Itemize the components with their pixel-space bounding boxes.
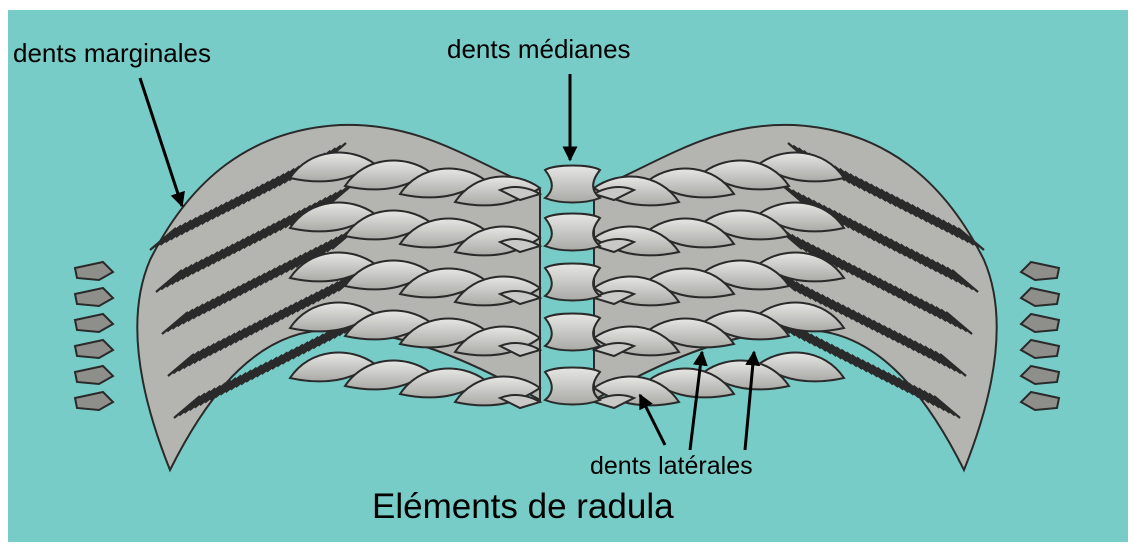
- marginal-tooth-fragment: [1021, 288, 1059, 306]
- left-tooth-rows: [75, 125, 540, 470]
- marginal-tooth-fragment: [75, 340, 113, 358]
- marginal-tooth-fragment: [1021, 262, 1059, 280]
- label-median-teeth: dents médianes: [447, 34, 631, 65]
- marginal-tooth-fragment: [75, 288, 113, 306]
- arrow-lateral-2: [690, 352, 702, 450]
- marginal-tooth-fragment: [75, 366, 113, 384]
- label-marginal-teeth: dents marginales: [13, 38, 211, 69]
- median-tooth: [545, 166, 600, 203]
- median-tooth: [545, 214, 600, 251]
- arrow-marginal: [140, 78, 182, 206]
- right-tooth-rows: [594, 125, 1059, 470]
- marginal-tooth-fragment: [75, 262, 113, 280]
- marginal-tooth-fragment: [1021, 340, 1059, 358]
- marginal-tooth-fragment: [1021, 366, 1059, 384]
- marginal-tooth-fragment: [1021, 314, 1059, 332]
- label-lateral-teeth: dents latérales: [590, 452, 753, 481]
- median-tooth: [545, 368, 600, 405]
- marginal-tooth-fragment: [1021, 392, 1059, 410]
- marginal-tooth-fragment: [75, 314, 113, 332]
- median-tooth: [545, 264, 600, 301]
- figure-title: Eléments de radula: [372, 487, 674, 527]
- marginal-tooth-fragment: [75, 392, 113, 410]
- median-tooth: [545, 314, 600, 351]
- median-teeth: [545, 166, 600, 405]
